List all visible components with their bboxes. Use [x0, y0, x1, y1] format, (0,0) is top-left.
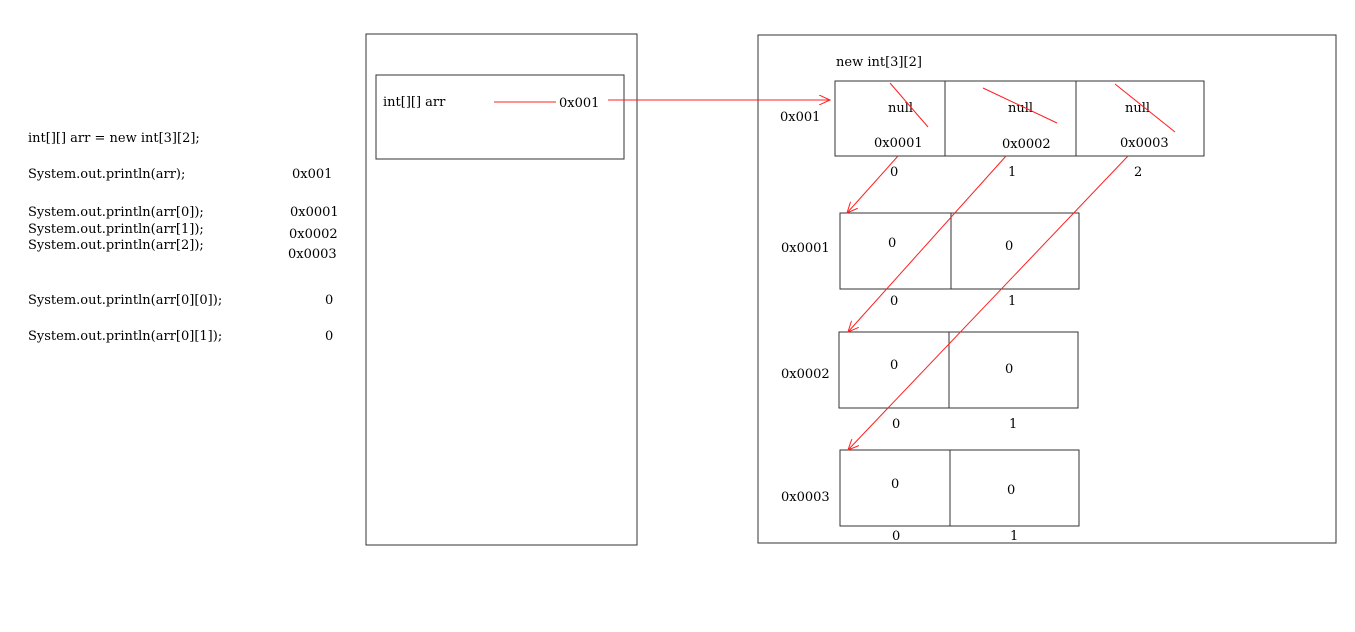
heap-frame	[757, 34, 1337, 544]
output-print-arr0: 0x0001	[290, 205, 339, 220]
code-listing: int[][] arr = new int[3][2]; System.out.…	[28, 131, 339, 344]
code-line-print-arr0: System.out.println(arr[0]);	[28, 205, 204, 220]
arrow-to-inner-array-1	[848, 155, 1007, 332]
outer-array-address: 0x001	[780, 110, 820, 125]
stack-frame	[365, 33, 638, 546]
outer-cell-0-old: null	[888, 101, 913, 116]
inner-array-0-value-1: 0	[1005, 239, 1013, 254]
inner-array-0-index-1: 1	[1008, 294, 1016, 309]
inner-array-1	[838, 331, 1079, 409]
output-print-arr2: 0x0003	[288, 247, 337, 262]
inner-array-1-index-0: 0	[892, 417, 900, 432]
strike-out-line	[982, 87, 1058, 124]
inner-array-0	[839, 212, 1080, 290]
outer-index-2: 2	[1134, 165, 1142, 180]
inner-array-1-address: 0x0002	[781, 367, 830, 382]
inner-array-2-address: 0x0003	[781, 490, 830, 505]
inner-array-1-value-1: 0	[1005, 362, 1013, 377]
output-print-arr: 0x001	[292, 167, 332, 182]
heap-area: new int[3][2] 0x001 null null null 0x000…	[757, 34, 1337, 544]
heap-title: new int[3][2]	[836, 55, 922, 70]
stack-variable-label: int[][] arr	[383, 95, 446, 110]
outer-cell-2-ref: 0x0003	[1120, 136, 1169, 151]
outer-cell-1-ref: 0x0002	[1002, 137, 1051, 152]
reference-arrows	[608, 100, 1129, 450]
code-line-declaration: int[][] arr = new int[3][2];	[28, 131, 200, 146]
stack-variable-value: 0x001	[559, 96, 599, 111]
outer-cell-1-old: null	[1008, 101, 1033, 116]
inner-array-2-index-1: 1	[1010, 529, 1018, 544]
inner-array-0-value-0: 0	[888, 236, 896, 251]
inner-array-1-index-1: 1	[1009, 417, 1017, 432]
code-line-print-arr2: System.out.println(arr[2]);	[28, 238, 204, 253]
arrow-to-inner-array-0	[847, 155, 899, 213]
inner-array-2-value-1: 0	[1007, 483, 1015, 498]
inner-array-0-index-0: 0	[890, 294, 898, 309]
strike-out-line	[1114, 83, 1176, 133]
output-print-arr1: 0x0002	[289, 227, 338, 242]
code-line-print-arr01: System.out.println(arr[0][1]);	[28, 329, 222, 344]
inner-array-2-value-0: 0	[891, 477, 899, 492]
outer-cell-2-old: null	[1125, 101, 1150, 116]
arrow-to-inner-array-2	[848, 155, 1129, 450]
output-print-arr00: 0	[325, 293, 333, 308]
outer-index-1: 1	[1008, 165, 1016, 180]
output-print-arr01: 0	[325, 329, 333, 344]
stack-variable-box	[375, 74, 625, 160]
outer-cell-0-ref: 0x0001	[874, 136, 923, 151]
inner-array-0-address: 0x0001	[781, 241, 830, 256]
outer-index-0: 0	[890, 165, 898, 180]
code-line-print-arr1: System.out.println(arr[1]);	[28, 222, 204, 237]
inner-array-1-value-0: 0	[890, 358, 898, 373]
code-line-print-arr00: System.out.println(arr[0][0]);	[28, 293, 222, 308]
stack-area: int[][] arr 0x001	[365, 33, 638, 546]
code-line-print-arr: System.out.println(arr);	[28, 167, 185, 182]
inner-array-2	[839, 449, 1080, 527]
strike-out-line	[889, 82, 929, 128]
inner-array-2-index-0: 0	[892, 529, 900, 544]
outer-array	[834, 80, 1205, 157]
